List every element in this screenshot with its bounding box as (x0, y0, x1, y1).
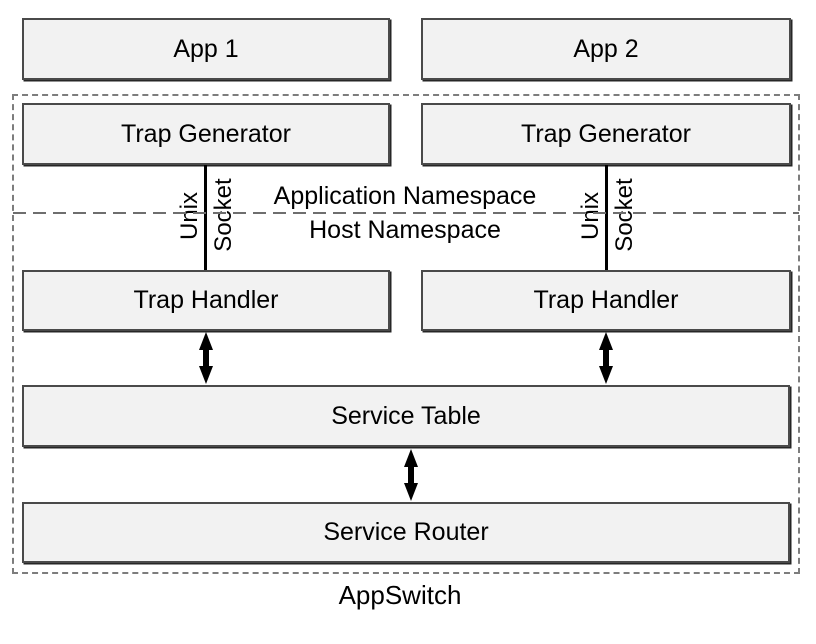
app2-label: App 2 (573, 34, 639, 63)
socket-label-2: Socket (611, 178, 638, 252)
double-arrow-icon (199, 332, 213, 384)
trap-handler-box-1: Trap Handler (22, 270, 390, 331)
socket-label-1: Socket (210, 178, 237, 252)
appswitch-caption: AppSwitch (338, 580, 462, 610)
unix-socket-connector-2 (605, 165, 608, 270)
host-namespace-label: Host Namespace (309, 216, 501, 244)
trap-generator-label-2: Trap Generator (521, 119, 691, 148)
appswitch-boundary (12, 94, 800, 574)
trap-handler-box-2: Trap Handler (421, 270, 791, 331)
trap-handler-label-1: Trap Handler (133, 286, 279, 314)
double-arrow-icon (599, 332, 613, 384)
service-table-box: Service Table (22, 385, 790, 447)
trap-generator-box-2: Trap Generator (421, 103, 791, 165)
service-table-label: Service Table (331, 401, 481, 430)
trap-handler-label-2: Trap Handler (533, 286, 679, 314)
unix-label-2: Unix (577, 191, 604, 241)
unix-socket-connector-1 (204, 165, 207, 270)
service-router-label: Service Router (323, 518, 489, 546)
unix-label-1: Unix (176, 191, 203, 241)
app1-label: App 1 (173, 34, 239, 63)
trap-generator-box-1: Trap Generator (22, 103, 390, 165)
application-namespace-label: Application Namespace (273, 182, 537, 210)
service-router-box: Service Router (22, 502, 790, 563)
namespace-separator-line (13, 212, 799, 214)
double-arrow-icon (404, 449, 418, 501)
app2-box: App 2 (421, 18, 791, 80)
trap-generator-label-1: Trap Generator (121, 119, 291, 148)
app1-box: App 1 (22, 18, 390, 80)
